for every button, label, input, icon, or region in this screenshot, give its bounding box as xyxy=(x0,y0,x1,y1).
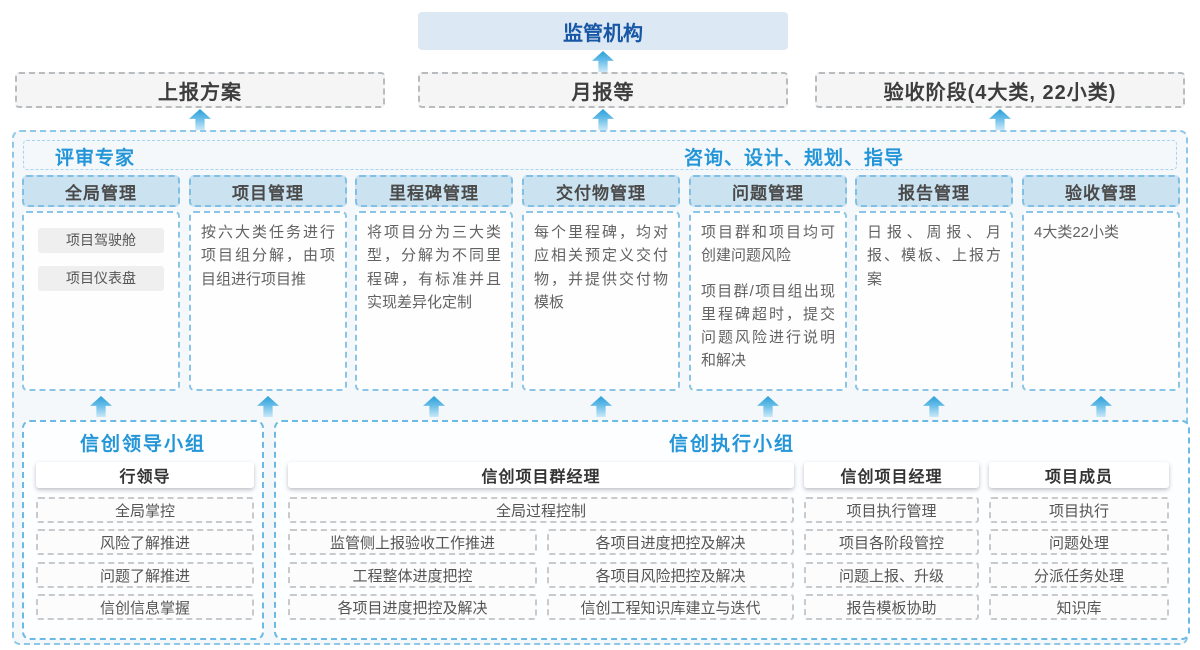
column-header-deliverable: 交付物管理 xyxy=(522,175,680,207)
up-arrow-icon xyxy=(923,396,945,417)
list-item: 项目各阶段管控 xyxy=(804,529,979,555)
column-body-deliverable: 每个里程碑，均对应相关预定义交付物，并提供交付物模板 xyxy=(522,211,680,391)
list-item: 信创工程知识库建立与迭代 xyxy=(547,594,794,620)
up-arrow-icon xyxy=(757,396,779,417)
column-header-global: 全局管理 xyxy=(22,175,180,207)
project-dashboard-chip: 项目仪表盘 xyxy=(38,266,164,291)
column-header-label: 问题管理 xyxy=(732,183,804,203)
column-header-milestone: 里程碑管理 xyxy=(355,175,513,207)
column-body-project: 按六大类任务进行项目组分解，由项目组进行项目推 xyxy=(189,211,347,391)
column-paragraph: 将项目分为三大类型，分解为不同里程碑，有标准并且实现差异化定制 xyxy=(367,224,501,311)
column-paragraph: 每个里程碑，均对应相关预定义交付物，并提供交付物模板 xyxy=(534,224,668,311)
role-box-project-member: 项目成员 xyxy=(989,462,1169,488)
up-arrow-icon xyxy=(90,396,112,417)
column-header-label: 全局管理 xyxy=(65,183,137,203)
regulator-label: 监管机构 xyxy=(563,22,643,45)
column-header-acceptance: 验收管理 xyxy=(1022,175,1180,207)
list-item: 项目执行管理 xyxy=(804,497,979,523)
experts-bar: 评审专家 咨询、设计、规划、指导 xyxy=(23,140,1177,170)
column-header-label: 验收管理 xyxy=(1065,183,1137,203)
list-item: 问题处理 xyxy=(989,529,1169,555)
column-paragraph: 日报、周报、月报、模板、上报方案 xyxy=(867,224,1001,288)
list-item: 信创信息掌握 xyxy=(36,594,254,620)
list-item: 监管侧上报验收工作推进 xyxy=(288,529,537,555)
column-paragraph: 项目群和项目均可创建问题风险 xyxy=(701,224,835,265)
list-item: 报告模板协助 xyxy=(804,594,979,620)
execution-group: 信创执行小组 信创项目群经理 全局过程控制 监管侧上报验收工作推进 工程整体进度… xyxy=(274,420,1190,640)
column-header-label: 报告管理 xyxy=(898,183,970,203)
column-header-report: 报告管理 xyxy=(855,175,1013,207)
project-cockpit-chip: 项目驾驶舱 xyxy=(38,228,164,253)
leadership-group-title: 信创领导小组 xyxy=(79,434,206,455)
column-header-label: 项目管理 xyxy=(232,183,304,203)
report-plan-label: 上报方案 xyxy=(158,81,242,104)
column-paragraph: 4大类22小类 xyxy=(1034,224,1120,241)
column-header-project: 项目管理 xyxy=(189,175,347,207)
list-item: 问题了解推进 xyxy=(36,562,254,588)
regulator-box: 监管机构 xyxy=(418,12,788,50)
column-body-report: 日报、周报、月报、模板、上报方案 xyxy=(855,211,1013,391)
leadership-group: 信创领导小组 行领导 全局掌控 风险了解推进 问题了解推进 信创信息掌握 xyxy=(22,420,264,640)
list-item: 分派任务处理 xyxy=(989,562,1169,588)
acceptance-phase-box: 验收阶段(4大类, 22小类) xyxy=(815,72,1185,108)
up-arrow-icon xyxy=(590,396,612,417)
list-item: 全局过程控制 xyxy=(288,497,794,523)
column-header-label: 里程碑管理 xyxy=(389,183,479,203)
column-body-milestone: 将项目分为三大类型，分解为不同里程碑，有标准并且实现差异化定制 xyxy=(355,211,513,391)
up-arrow-icon xyxy=(423,396,445,417)
up-arrow-icon xyxy=(1090,396,1112,417)
management-panel: 评审专家 咨询、设计、规划、指导 全局管理 项目驾驶舱 项目仪表盘 项目管理 按… xyxy=(12,130,1190,645)
role-box-bank-leaders: 行领导 xyxy=(36,462,254,488)
list-item: 风险了解推进 xyxy=(36,529,254,555)
column-paragraph: 按六大类任务进行项目组分解，由项目组进行项目推 xyxy=(201,224,335,288)
column-body-global: 项目驾驶舱 项目仪表盘 xyxy=(22,211,180,391)
column-header-issue: 问题管理 xyxy=(689,175,847,207)
acceptance-phase-label: 验收阶段(4大类, 22小类) xyxy=(883,81,1117,104)
role-box-program-manager: 信创项目群经理 xyxy=(288,462,794,488)
execution-group-title: 信创执行小组 xyxy=(668,434,795,455)
column-header-label: 交付物管理 xyxy=(556,183,646,203)
up-arrow-icon xyxy=(989,109,1011,130)
list-item: 各项目进度把控及解决 xyxy=(547,529,794,555)
review-experts-label: 评审专家 xyxy=(55,148,136,169)
monthly-report-box: 月报等 xyxy=(418,72,788,108)
list-item: 各项目进度把控及解决 xyxy=(288,594,537,620)
column-body-acceptance: 4大类22小类 xyxy=(1022,211,1180,391)
up-arrow-icon xyxy=(257,396,279,417)
up-arrow-icon xyxy=(592,51,614,72)
list-item: 项目执行 xyxy=(989,497,1169,523)
up-arrow-icon xyxy=(592,109,614,130)
list-item: 各项目风险把控及解决 xyxy=(547,562,794,588)
column-body-issue: 项目群和项目均可创建问题风险 项目群/项目组出现里程碑超时，提交问题风险进行说明… xyxy=(689,211,847,391)
list-item: 工程整体进度把控 xyxy=(288,562,537,588)
report-plan-box: 上报方案 xyxy=(15,72,385,108)
role-box-project-manager: 信创项目经理 xyxy=(804,462,979,488)
up-arrow-icon xyxy=(189,109,211,130)
monthly-report-label: 月报等 xyxy=(571,81,635,104)
column-paragraph: 项目群/项目组出现里程碑超时，提交问题风险进行说明和解决 xyxy=(701,282,835,370)
list-item: 问题上报、升级 xyxy=(804,562,979,588)
list-item: 知识库 xyxy=(989,594,1169,620)
consulting-guidance-label: 咨询、设计、规划、指导 xyxy=(684,148,905,169)
list-item: 全局掌控 xyxy=(36,497,254,523)
